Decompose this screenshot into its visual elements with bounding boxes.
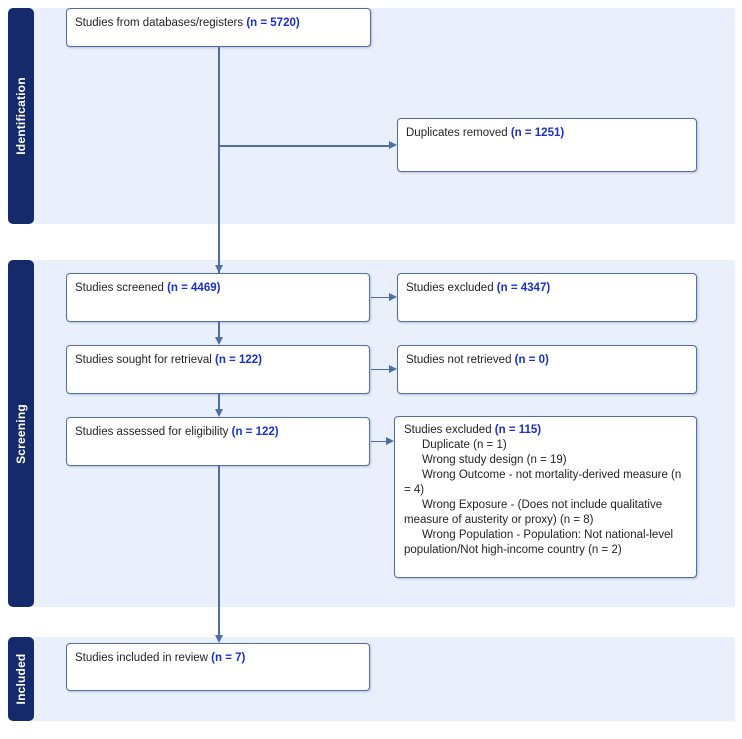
- connector-screened-to-excluded: [371, 296, 389, 299]
- box-eligibility-label: Studies assessed for eligibility: [75, 426, 232, 438]
- box-included-count: (n = 7): [211, 652, 246, 664]
- box-databases-count: (n = 5720): [246, 17, 300, 29]
- box-screened-text: Studies screened (n = 4469): [75, 281, 363, 297]
- stage-tab-identification: Identification: [8, 8, 34, 224]
- connector-screened-to-sought: [218, 322, 220, 337]
- box-duplicates-count: (n = 1251): [510, 127, 565, 139]
- box-sought-text: Studies sought for retrieval (n = 122): [75, 353, 363, 369]
- box-studies-included-in-review: Studies included in review (n = 7): [66, 643, 370, 691]
- connector-eligibility-to-excluded-reasons: [371, 440, 386, 443]
- connector-eligibility-to-included: [218, 466, 220, 635]
- box-screened-count: (n = 4469): [167, 282, 221, 294]
- stage-label-screening: Screening: [14, 403, 28, 464]
- box-sought-label: Studies sought for retrieval: [75, 354, 215, 366]
- stage-label-identification: Identification: [14, 77, 28, 155]
- box-excluded-screened-label: Studies excluded: [406, 282, 497, 294]
- stage-tab-included: Included: [8, 637, 34, 721]
- box-duplicates-label: Duplicates removed: [406, 127, 511, 139]
- arrowhead-right-icon: [389, 141, 397, 150]
- box-studies-sought-for-retrieval: Studies sought for retrieval (n = 122): [66, 345, 370, 394]
- connector-sought-to-eligibility: [218, 394, 220, 409]
- exclusion-reason-item: Wrong Outcome - not mortality-derived me…: [404, 469, 682, 496]
- box-eligibility-count: (n = 122): [231, 426, 279, 438]
- box-excluded-reasons-text: Studies excluded (n = 115) Duplicate (n =…: [404, 423, 688, 558]
- box-databases-text: Studies from databases/registers (n = 57…: [75, 16, 364, 32]
- box-studies-not-retrieved: Studies not retrieved (n = 0): [397, 345, 697, 394]
- connector-sought-to-not-retrieved: [371, 368, 389, 371]
- box-studies-excluded-screened: Studies excluded (n = 4347): [397, 273, 697, 322]
- exclusion-reason-item: Wrong Population - Population: Not natio…: [404, 529, 674, 556]
- box-not-retrieved-text: Studies not retrieved (n = 0): [406, 353, 690, 369]
- box-duplicates-removed: Duplicates removed (n = 1251): [397, 118, 697, 172]
- box-not-retrieved-count: (n = 0): [514, 354, 549, 366]
- box-studies-assessed-for-eligibility: Studies assessed for eligibility (n = 12…: [66, 417, 370, 466]
- exclusion-reasons-list: Duplicate (n = 1) Wrong study design (n =…: [404, 438, 688, 558]
- box-excluded-reasons-label: Studies excluded: [404, 424, 495, 436]
- box-not-retrieved-label: Studies not retrieved: [406, 354, 515, 366]
- connector-databases-to-screened: [218, 47, 220, 273]
- box-included-label: Studies included in review: [75, 652, 212, 664]
- box-excluded-screened-count: (n = 4347): [496, 282, 551, 294]
- arrowhead-down-icon: [214, 265, 223, 273]
- box-sought-count: (n = 122): [215, 354, 262, 366]
- box-studies-from-databases: Studies from databases/registers (n = 57…: [66, 8, 371, 47]
- box-screened-label: Studies screened: [75, 282, 168, 294]
- arrowhead-right-icon: [389, 292, 397, 301]
- exclusion-reason-item: Wrong Exposure - (Does not include quali…: [404, 499, 663, 526]
- exclusion-reason-item: Wrong study design (n = 19): [422, 454, 567, 466]
- arrowhead-down-icon: [214, 635, 223, 643]
- box-included-text: Studies included in review (n = 7): [75, 651, 363, 667]
- arrowhead-right-icon: [389, 364, 397, 373]
- stage-tab-screening: Screening: [8, 260, 34, 607]
- box-studies-excluded-with-reasons: Studies excluded (n = 115) Duplicate (n =…: [394, 416, 697, 578]
- arrowhead-down-icon: [214, 337, 223, 345]
- box-eligibility-text: Studies assessed for eligibility (n = 12…: [75, 425, 363, 441]
- box-studies-screened: Studies screened (n = 4469): [66, 273, 370, 322]
- arrowhead-right-icon: [386, 436, 394, 445]
- arrowhead-down-icon: [214, 409, 223, 417]
- box-databases-label: Studies from databases/registers: [75, 17, 247, 29]
- stage-label-included: Included: [14, 653, 28, 705]
- box-duplicates-text: Duplicates removed (n = 1251): [406, 126, 690, 142]
- connector-to-duplicates: [219, 145, 389, 147]
- exclusion-reason-item: Duplicate (n = 1): [422, 439, 507, 451]
- box-excluded-reasons-count: (n = 115): [494, 424, 542, 436]
- box-excluded-screened-text: Studies excluded (n = 4347): [406, 281, 690, 297]
